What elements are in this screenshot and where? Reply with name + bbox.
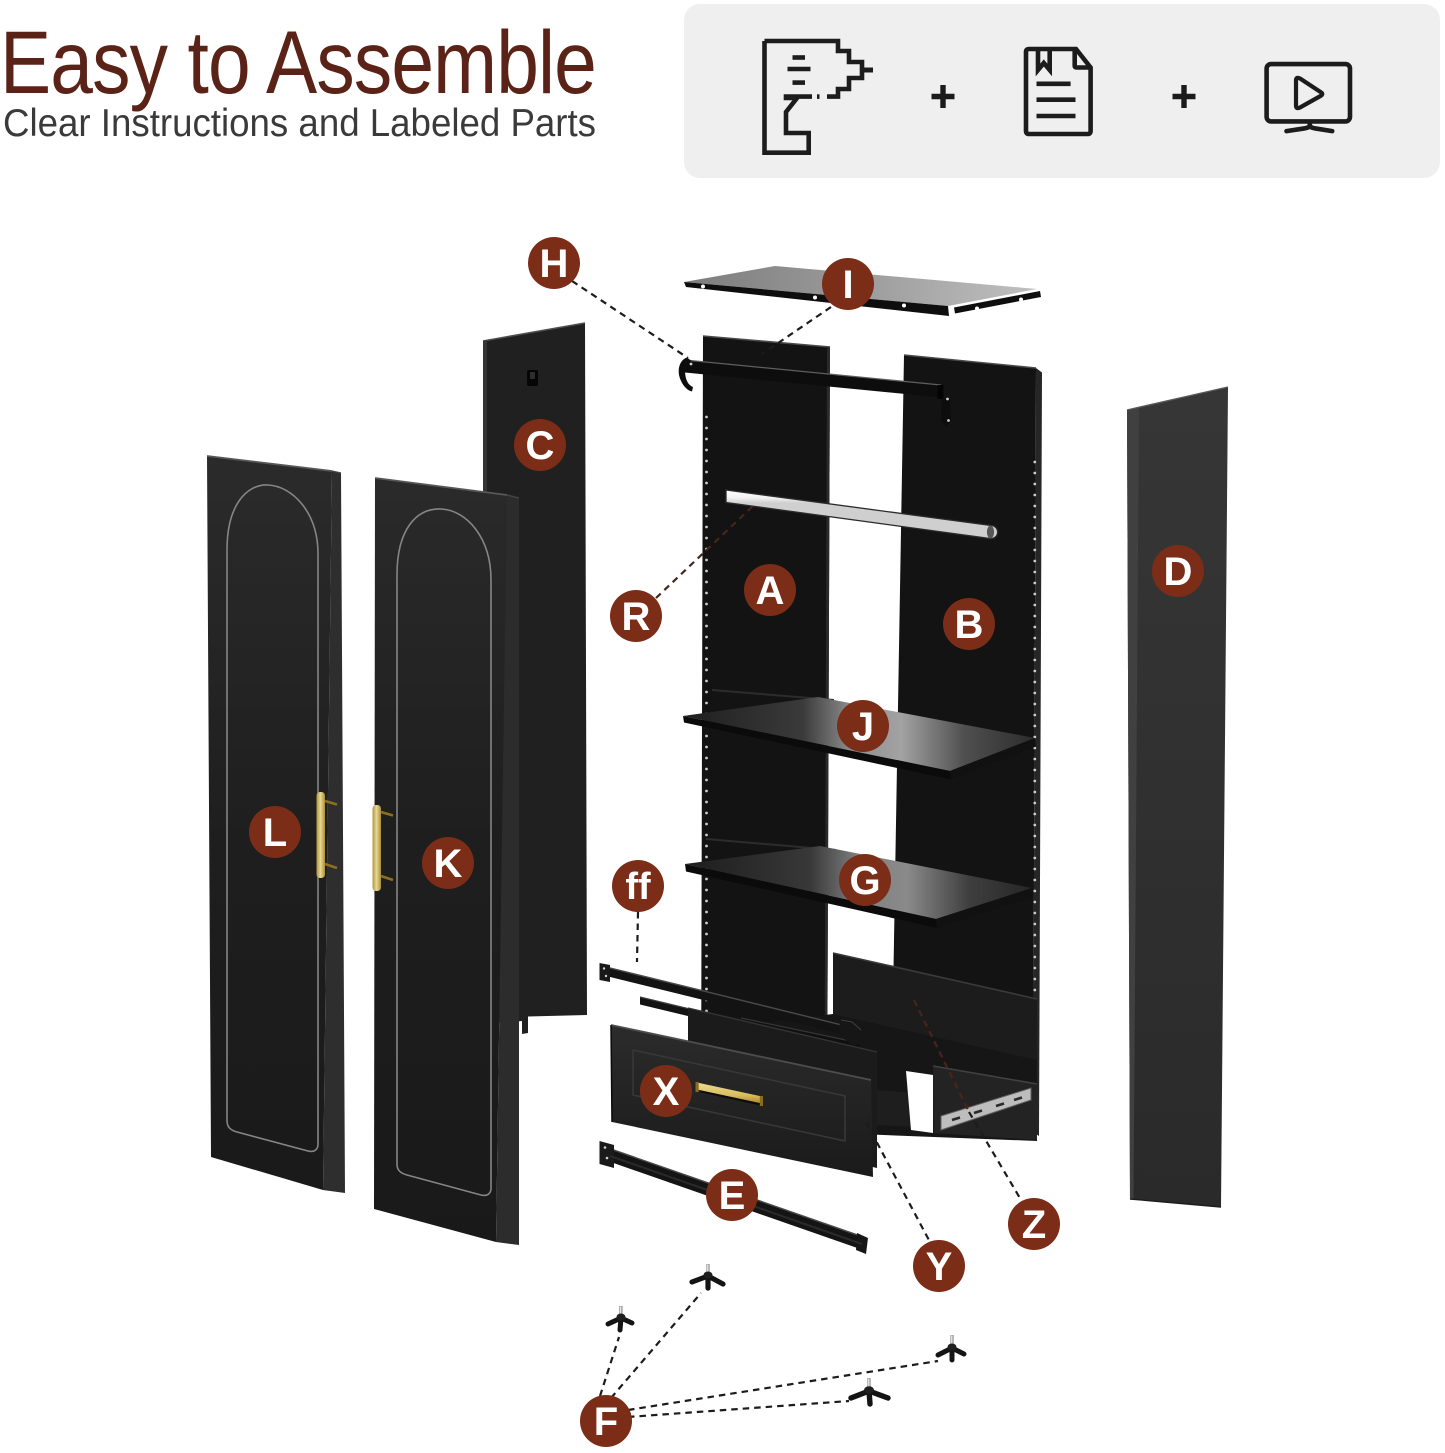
- svg-text:B: B: [955, 603, 984, 647]
- svg-text:Y: Y: [926, 1245, 953, 1289]
- svg-text:R: R: [622, 595, 651, 639]
- svg-text:A: A: [756, 569, 785, 613]
- svg-text:X: X: [653, 1070, 680, 1114]
- svg-text:D: D: [1164, 550, 1193, 594]
- svg-text:Z: Z: [1022, 1203, 1046, 1247]
- svg-text:I: I: [842, 263, 853, 307]
- svg-text:H: H: [540, 242, 569, 286]
- svg-text:C: C: [526, 424, 555, 468]
- svg-text:G: G: [849, 859, 880, 903]
- svg-text:E: E: [719, 1174, 746, 1218]
- svg-text:F: F: [594, 1400, 618, 1444]
- svg-text:L: L: [263, 811, 287, 855]
- svg-text:ff: ff: [625, 866, 651, 908]
- svg-text:K: K: [434, 842, 463, 886]
- svg-text:J: J: [852, 705, 874, 749]
